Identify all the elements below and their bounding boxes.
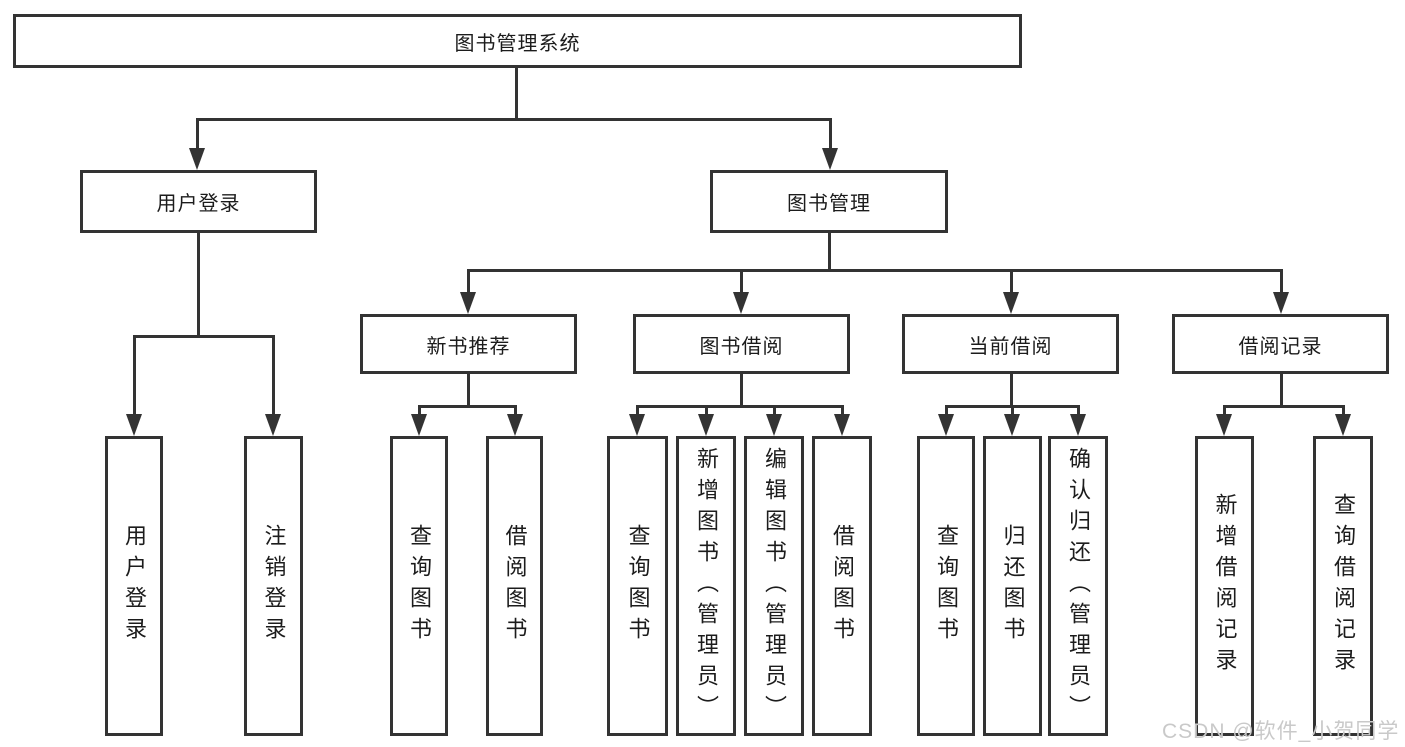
connector-line [196, 118, 832, 121]
connector-line [705, 405, 708, 418]
connector-line [418, 405, 517, 408]
connector-line [1223, 405, 1345, 408]
arrow-down-icon [938, 414, 954, 436]
arrow-down-icon [1216, 414, 1232, 436]
node-return-books: 归还图书 [983, 436, 1042, 736]
node-edit-books-admin: 编辑图书（管理员） [744, 436, 804, 736]
arrow-down-icon [766, 414, 782, 436]
watermark: CSDN @软件_小贺同学 [1162, 720, 1400, 743]
node-query-books-borrowing: 查询图书 [607, 436, 668, 736]
connector-line [418, 405, 421, 418]
connector-line [133, 335, 275, 338]
node-query-books-current: 查询图书 [917, 436, 975, 736]
node-user-login: 用户登录 [105, 436, 163, 736]
connector-line [1011, 405, 1014, 418]
node-confirm-return-admin: 确认归还（管理员） [1048, 436, 1108, 736]
arrow-down-icon [1003, 292, 1019, 314]
connector-line [828, 233, 831, 271]
connector-line [945, 405, 948, 418]
node-query-borrow-record: 查询借阅记录 [1313, 436, 1373, 736]
arrow-down-icon [698, 414, 714, 436]
node-add-books-admin: 新增图书（管理员） [676, 436, 736, 736]
connector-line [467, 269, 470, 295]
connector-line [196, 118, 199, 152]
node-user-login-branch: 用户登录 [80, 170, 317, 233]
node-new-book-recommend: 新书推荐 [360, 314, 577, 374]
arrow-down-icon [265, 414, 281, 436]
arrow-down-icon [629, 414, 645, 436]
connector-line [829, 118, 832, 152]
arrow-down-icon [126, 414, 142, 436]
connector-line [133, 335, 136, 417]
arrow-down-icon [189, 148, 205, 170]
connector-line [841, 405, 844, 418]
connector-line [272, 335, 275, 417]
arrow-down-icon [507, 414, 523, 436]
arrow-down-icon [1273, 292, 1289, 314]
node-book-borrowing: 图书借阅 [633, 314, 850, 374]
connector-line [773, 405, 776, 418]
node-query-books-recommend: 查询图书 [390, 436, 448, 736]
node-root: 图书管理系统 [13, 14, 1022, 68]
arrow-down-icon [411, 414, 427, 436]
arrow-down-icon [1004, 414, 1020, 436]
connector-line [1010, 269, 1013, 295]
connector-line [740, 269, 743, 295]
node-borrowing-records: 借阅记录 [1172, 314, 1389, 374]
node-borrow-books-recommend: 借阅图书 [486, 436, 543, 736]
node-borrow-books: 借阅图书 [812, 436, 872, 736]
node-current-borrowing: 当前借阅 [902, 314, 1119, 374]
connector-line [1223, 405, 1226, 418]
connector-line [197, 233, 200, 337]
connector-line [1077, 405, 1080, 418]
connector-line [1342, 405, 1345, 418]
arrow-down-icon [733, 292, 749, 314]
connector-line [1280, 374, 1283, 407]
connector-line [740, 374, 743, 407]
connector-line [1280, 269, 1283, 295]
arrow-down-icon [834, 414, 850, 436]
connector-line [636, 405, 844, 408]
arrow-down-icon [1070, 414, 1086, 436]
node-logout: 注销登录 [244, 436, 303, 736]
arrow-down-icon [822, 148, 838, 170]
connector-line [515, 68, 518, 120]
node-book-management: 图书管理 [710, 170, 948, 233]
connector-line [467, 269, 1283, 272]
node-add-borrow-record: 新增借阅记录 [1195, 436, 1254, 736]
connector-line [514, 405, 517, 418]
arrow-down-icon [460, 292, 476, 314]
connector-line [467, 374, 470, 407]
connector-line [1010, 374, 1013, 407]
arrow-down-icon [1335, 414, 1351, 436]
connector-line [636, 405, 639, 418]
